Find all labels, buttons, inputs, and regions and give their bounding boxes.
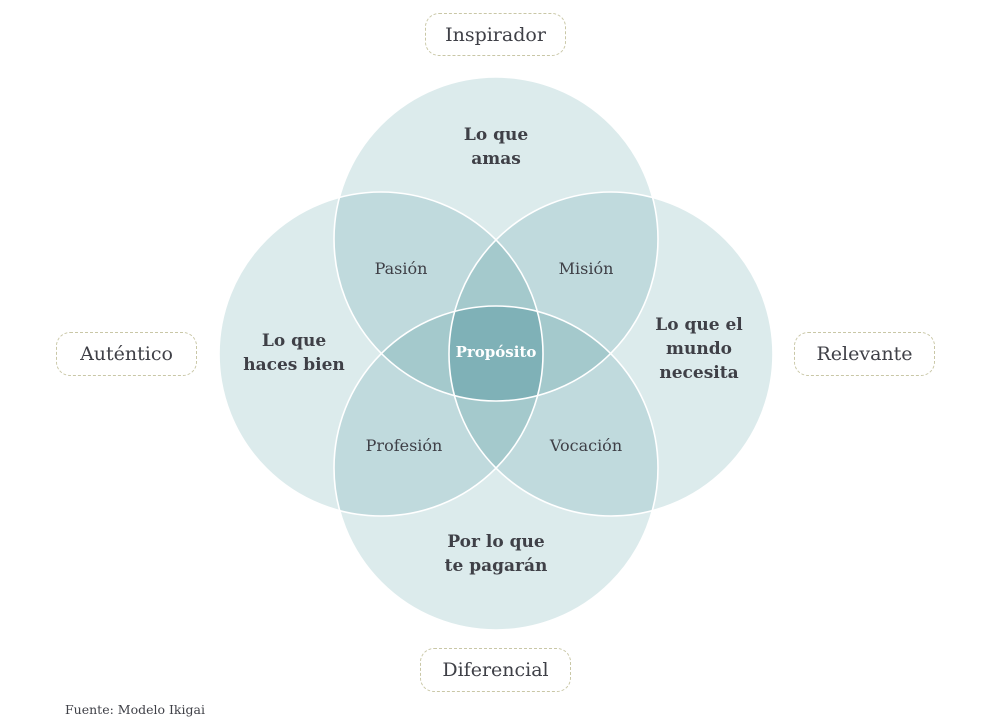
circle-top-outline xyxy=(333,76,659,402)
overlap-label-pasion: Pasión xyxy=(374,259,428,278)
circle-label-line: haces bien xyxy=(243,355,345,375)
circle-label-line: Por lo que xyxy=(447,532,545,552)
circle-label-lo-que-amas: Lo que amas xyxy=(464,123,528,171)
circle-label-line: te pagarán xyxy=(444,556,548,576)
circle-label-line: necesita xyxy=(659,363,739,383)
overlap-label-mision: Misión xyxy=(558,259,614,278)
circle-label-line: Lo que el xyxy=(655,315,743,335)
tag-inspirador: Inspirador xyxy=(425,13,566,56)
overlap-label-vocacion: Vocación xyxy=(549,436,623,455)
circle-left-outline xyxy=(218,191,544,517)
tag-autentico: Auténtico xyxy=(56,332,197,376)
circle-label-lo-que-haces-bien: Lo que haces bien xyxy=(243,329,345,377)
circle-label-line: Lo que xyxy=(463,125,529,145)
circle-bottom-outline xyxy=(333,305,659,631)
circle-label-lo-que-el-mundo-necesita: Lo que el mundo necesita xyxy=(655,313,742,385)
overlap-label-profesion: Profesión xyxy=(365,436,443,455)
circle-label-por-lo-que-te-pagaran: Por lo que te pagarán xyxy=(445,530,548,578)
circle-label-line: mundo xyxy=(666,339,732,359)
tag-diferencial: Diferencial xyxy=(420,648,571,692)
tag-relevante: Relevante xyxy=(794,332,935,376)
circle-label-line: amas xyxy=(471,149,521,169)
circle-right-outline xyxy=(448,191,774,517)
circle-label-line: Lo que xyxy=(261,331,327,351)
center-label-proposito: Propósito xyxy=(455,343,537,361)
source-caption: Fuente: Modelo Ikigai xyxy=(65,702,205,717)
